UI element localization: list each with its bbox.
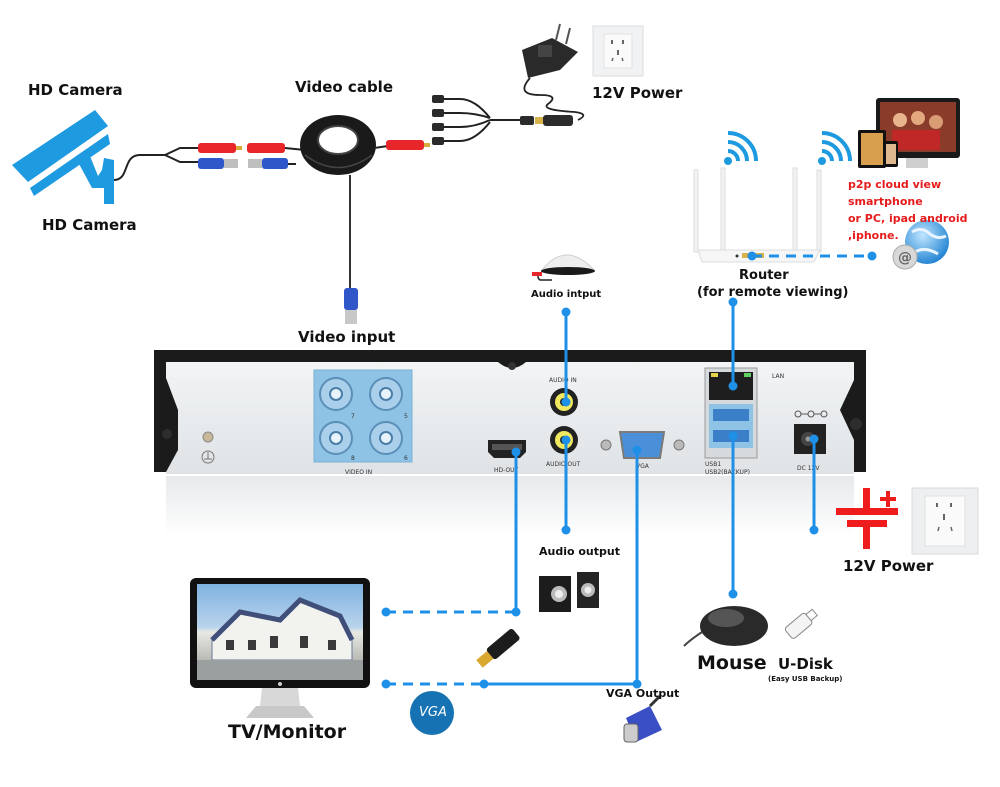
- label-audio-input: Audio intput: [531, 289, 602, 300]
- label-udisk-note: (Easy USB Backup): [768, 675, 843, 683]
- label-power-top: 12V Power: [592, 84, 683, 102]
- vga-port: [600, 431, 685, 459]
- label-vga-output: VGA Output: [606, 687, 680, 700]
- label-hd-camera-top: HD Camera: [28, 81, 123, 99]
- p2p-note-line2: or PC, ipad android ,iphone.: [848, 212, 968, 242]
- panel-label-video-in: VIDEO IN: [345, 469, 372, 476]
- label-audio-output: Audio output: [539, 545, 620, 558]
- bnc-input-block: [313, 369, 413, 463]
- label-mouse: Mouse: [697, 652, 767, 674]
- panel-label-lan: LAN: [772, 373, 784, 380]
- panel-label-dc: DC 12V: [797, 465, 820, 472]
- panel-label-usb2: USB2(BACKUP): [705, 469, 750, 476]
- label-video-input: Video input: [298, 328, 396, 346]
- cctv-camera-icon: [12, 110, 114, 204]
- wifi-icon: [724, 131, 758, 165]
- label-power-bottom: 12V Power: [843, 557, 934, 575]
- router-icon: [693, 167, 822, 263]
- panel-label-usb1: USB1: [705, 461, 721, 468]
- microphone-icon: [532, 254, 596, 281]
- globe-email-icon: @: [892, 220, 949, 270]
- cable-coil-icon: [300, 115, 376, 175]
- usb-stick-icon: [784, 608, 818, 639]
- panel-label-hd-out: HD-OUT: [494, 467, 519, 474]
- vga-badge-text: VGA: [419, 705, 447, 720]
- label-router-note: (for remote viewing): [697, 285, 849, 300]
- devices-icon: [858, 98, 960, 168]
- label-tv-monitor: TV/Monitor: [228, 721, 347, 743]
- wall-socket-icon: [592, 25, 644, 77]
- wifi-icon: [818, 131, 852, 165]
- dc-jack: [794, 424, 826, 454]
- power-adapter-icon: [522, 23, 585, 121]
- hdmi-port: [488, 440, 526, 458]
- bnc-plug-icon: [344, 288, 358, 324]
- panel-channel-6: 6: [404, 455, 408, 462]
- hdmi-plug-icon: [476, 628, 520, 668]
- dc-power-symbol-icon: [836, 488, 898, 549]
- lan-usb-block: [704, 367, 758, 459]
- svg-text:@: @: [898, 250, 912, 266]
- label-video-cable: Video cable: [295, 78, 393, 96]
- vga-plug-icon: [623, 694, 662, 743]
- speakers-icon: [539, 572, 599, 612]
- p2p-note-line1: p2p cloud view smartphone: [848, 178, 942, 208]
- panel-label-audio-out: AUDIO OUT: [546, 461, 581, 468]
- panel-channel-8: 8: [351, 455, 355, 462]
- panel-channel-5: 5: [404, 413, 408, 420]
- connector-dots: [381, 251, 877, 689]
- panel-channel-7: 7: [351, 413, 355, 420]
- p2p-note: p2p cloud view smartphone or PC, ipad an…: [848, 176, 1000, 244]
- label-hd-camera-bottom: HD Camera: [42, 216, 137, 234]
- bnc-rca-cable-icon: [198, 143, 306, 169]
- monitor-icon: [190, 578, 370, 718]
- dc-polarity-icon: [794, 410, 828, 418]
- mouse-icon: [683, 606, 768, 647]
- vga-badge: [410, 691, 454, 735]
- label-router: Router: [739, 268, 789, 283]
- panel-label-audio-in: AUDIO IN: [549, 377, 577, 384]
- label-udisk: U-Disk: [778, 655, 833, 673]
- panel-label-vga: VGA: [636, 463, 650, 470]
- power-splitter-icon: [442, 98, 520, 142]
- wall-socket-icon: [911, 487, 979, 555]
